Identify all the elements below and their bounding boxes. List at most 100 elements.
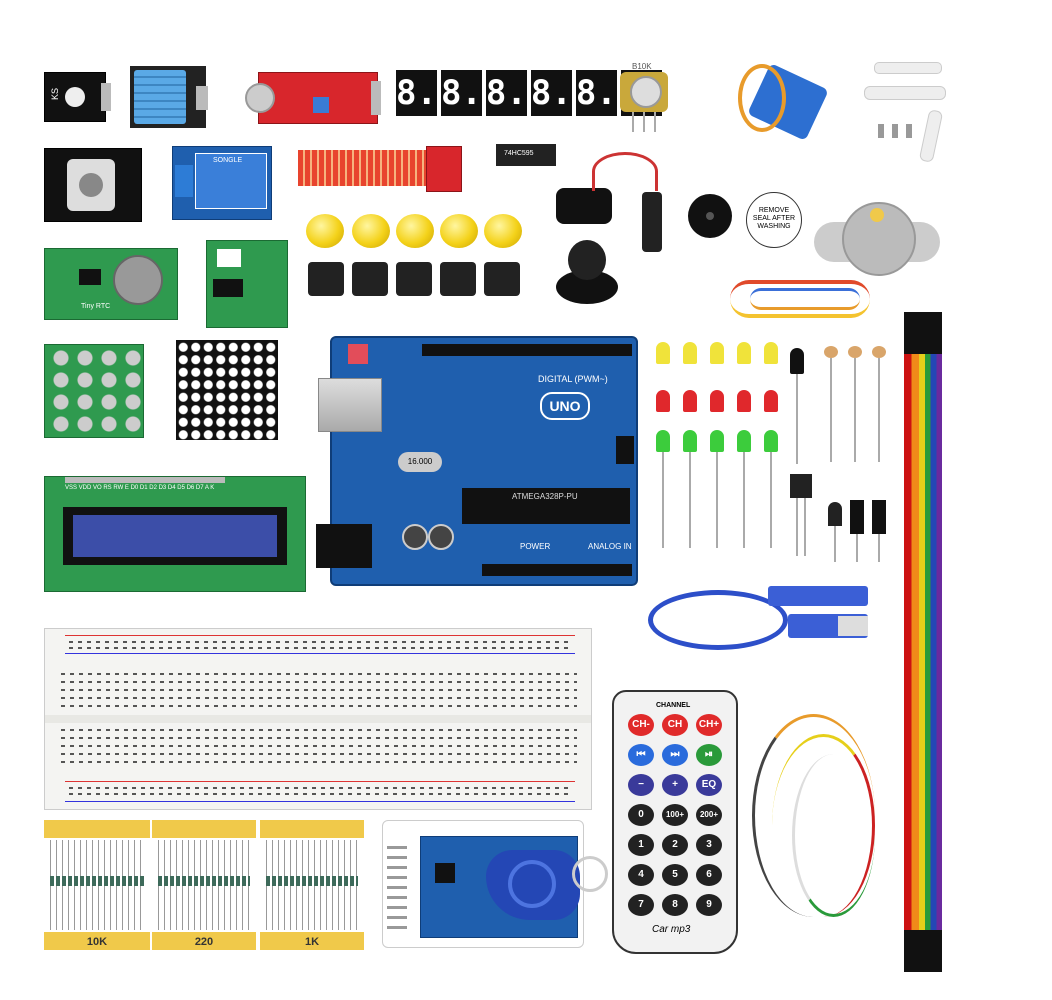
reset-button	[348, 344, 368, 364]
lcd-screen	[63, 507, 287, 565]
remote-key: EQ	[696, 774, 722, 796]
servo-motor	[738, 54, 834, 150]
battery-clip	[556, 152, 676, 262]
led-red	[764, 390, 778, 412]
remote-key: 1	[628, 834, 654, 856]
remote-key: 4	[628, 864, 654, 886]
icsp-header	[616, 436, 634, 464]
dht11-sensor	[130, 66, 208, 128]
relay-brand: SONGLE	[213, 157, 243, 164]
remote-key: −	[628, 774, 654, 796]
resistor-strip: 10K	[44, 820, 150, 950]
resistor-value-label: 1K	[304, 936, 320, 948]
dht11-grille	[134, 70, 186, 124]
tactile-button	[352, 262, 388, 296]
potentiometer: B10K	[620, 62, 668, 132]
arduino-uno-board: DIGITAL (PWM~) UNO 16.000 ATMEGA328P-PU …	[316, 336, 638, 586]
module-pins	[196, 86, 208, 110]
remote-key: 9	[696, 894, 722, 916]
seal-text: REMOVE SEAL AFTER WASHING	[752, 207, 796, 230]
resistor-value-label: 220	[194, 936, 214, 948]
lcd-header-pins	[65, 477, 225, 483]
led-red	[737, 390, 751, 412]
remote-key: ⏮	[628, 744, 654, 766]
tilt-switch	[850, 500, 864, 534]
led-green	[710, 430, 724, 452]
remote-key: 8	[662, 894, 688, 916]
rtc-module: Tiny RTC	[44, 248, 178, 320]
capacitor	[428, 524, 454, 550]
remote-key: CH-	[628, 714, 654, 736]
sound-sensor-module	[245, 72, 381, 124]
remote-key: 2	[662, 834, 688, 856]
uno-logo: UNO	[540, 392, 590, 420]
button-cap	[484, 214, 522, 248]
analog-label: ANALOG IN	[588, 542, 632, 551]
digital-label: DIGITAL (PWM~)	[538, 374, 608, 384]
pot-label: B10K	[632, 62, 652, 71]
remote-key: 7	[628, 894, 654, 916]
photoresistor	[848, 346, 862, 358]
remote-key: ⏭	[662, 744, 688, 766]
servo-wires	[738, 64, 786, 132]
led-red	[683, 390, 697, 412]
resistor-strip: 220	[152, 820, 256, 950]
remote-key: 5	[662, 864, 688, 886]
button-cap	[440, 214, 478, 248]
atmega-chip: ATMEGA328P-PU	[462, 488, 630, 524]
terminal-block	[175, 165, 193, 197]
microphone	[245, 83, 275, 113]
tactile-button	[440, 262, 476, 296]
rtc-chip	[79, 269, 101, 285]
led-yellow	[764, 342, 778, 364]
seven-segment-display: 8. 8. 8. 8. 8. 8.	[396, 70, 662, 116]
resistor-strip: 1K	[260, 820, 364, 950]
photoresistor	[872, 346, 886, 358]
led-red	[710, 390, 724, 412]
photoresistor	[824, 346, 838, 358]
keypad-module	[44, 344, 144, 438]
relay-body	[195, 153, 267, 209]
joystick-module	[44, 148, 142, 222]
dc-jack	[316, 524, 372, 568]
module-pins	[371, 81, 381, 115]
remote-key: 3	[696, 834, 722, 856]
breadboard	[44, 628, 592, 810]
remote-key: 100+	[662, 804, 688, 826]
led-green	[683, 430, 697, 452]
tactile-button	[484, 262, 520, 296]
led-yellow	[683, 342, 697, 364]
remote-key: 0	[628, 804, 654, 826]
pot-leg	[643, 112, 645, 132]
relay-module: SONGLE	[172, 146, 272, 220]
stepper-driver-module	[206, 240, 288, 328]
remote-key: 200+	[696, 804, 722, 826]
water-level-sensor	[298, 146, 462, 192]
ir-led-leg	[796, 374, 798, 464]
remote-key: 6	[696, 864, 722, 886]
joystick-knob	[79, 173, 103, 197]
pot-leg	[632, 112, 634, 132]
led-group	[652, 340, 784, 550]
ir-led	[790, 348, 804, 374]
lcd-pin-labels: VSS VDD VO RS RW E D0 D1 D2 D3 D4 D5 D6 …	[65, 485, 215, 491]
module-pins	[101, 83, 111, 111]
lcd-1602: VSS VDD VO RS RW E D0 D1 D2 D3 D4 D5 D6 …	[44, 476, 306, 592]
button-cap	[306, 214, 344, 248]
led-matrix	[176, 340, 278, 440]
led-red	[656, 390, 670, 412]
digital-header	[422, 344, 632, 356]
joystick-cap	[556, 240, 618, 306]
rgb-led-module: KS	[44, 72, 111, 122]
remote-key: CH+	[696, 714, 722, 736]
remote-key: +	[662, 774, 688, 796]
remote-channel-label: CHANNEL	[656, 702, 691, 709]
crystal: 16.000	[398, 452, 442, 472]
chip-label: 74HC595	[504, 150, 534, 157]
tactile-button	[396, 262, 432, 296]
remote-brand: Car mp3	[652, 924, 691, 935]
led-green	[656, 430, 670, 452]
led-green	[737, 430, 751, 452]
tactile-button	[308, 262, 344, 296]
